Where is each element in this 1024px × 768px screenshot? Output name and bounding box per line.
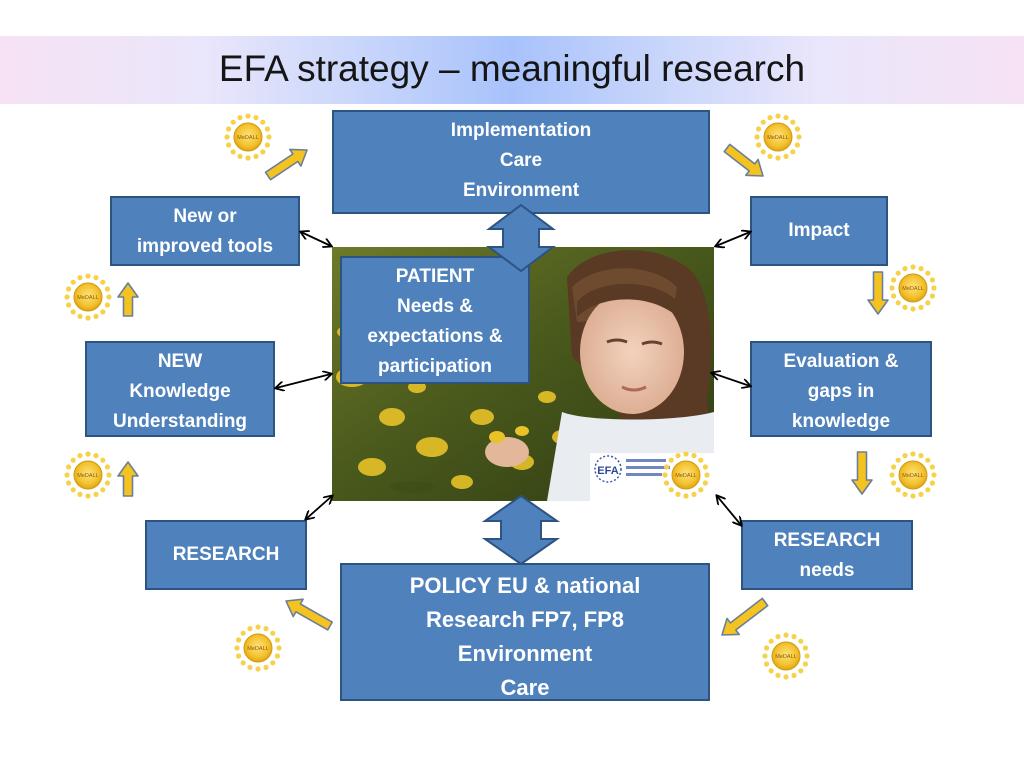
connector-impact — [716, 232, 750, 246]
sun-label: MeDALL — [767, 135, 788, 141]
box-text-line: New or — [173, 206, 237, 227]
box-text-line: Environment — [457, 641, 593, 666]
medall-sun-icon: MeDALL — [64, 273, 112, 321]
double-arrow-top — [486, 203, 556, 273]
box-text-line: participation — [377, 356, 492, 377]
double-arrow-bottom — [481, 494, 561, 566]
box-text-line: Understanding — [112, 411, 248, 432]
box-text-line: NEW — [157, 351, 203, 372]
yellow-flow-arrow — [117, 282, 139, 317]
box-text-line: Evaluation & — [783, 351, 899, 372]
yellow-flow-arrow — [117, 461, 139, 497]
connector-research-needs — [717, 496, 741, 525]
research-needs-box: RESEARCH needs — [741, 520, 913, 590]
box-text-line: knowledge — [791, 411, 891, 432]
medall-sun-icon: MeDALL — [762, 632, 810, 680]
title-banner — [0, 36, 1024, 104]
patient-box: PATIENT Needs & expectations & participatio… — [340, 256, 530, 384]
box-text-line: RESEARCH — [773, 530, 881, 551]
connector-research — [306, 496, 332, 519]
sun-label: MeDALL — [77, 295, 98, 301]
yellow-flow-arrow — [851, 451, 873, 495]
evaluation-box: Evaluation & gaps in knowledge — [750, 341, 932, 437]
sun-label: MeDALL — [237, 135, 258, 141]
medall-sun-icon: MeDALL — [889, 264, 937, 312]
medall-sun-icon: MeDALL — [64, 451, 112, 499]
box-text-line: PATIENT — [395, 266, 475, 287]
sun-label: MeDALL — [247, 646, 268, 652]
sun-label: MeDALL — [675, 473, 696, 479]
box-text-line: expectations & — [367, 326, 503, 347]
box-text-line: RESEARCH — [172, 544, 280, 565]
medall-sun-icon: MeDALL — [889, 451, 937, 499]
medall-sun-icon: MeDALL — [234, 624, 282, 672]
box-text-line: Needs & — [396, 296, 474, 317]
box-text-line: Implementation — [450, 120, 592, 141]
connector-tools — [301, 232, 331, 246]
sun-label: MeDALL — [77, 473, 98, 479]
sun-label: MeDALL — [775, 654, 796, 660]
connector-evaluation — [712, 373, 750, 386]
connector-knowledge — [276, 374, 331, 388]
box-text-line: needs — [799, 560, 855, 581]
box-text-line: improved tools — [136, 236, 274, 257]
box-text-line: POLICY EU & national — [409, 573, 641, 598]
box-text-line: Care — [499, 150, 543, 171]
yellow-flow-arrow — [723, 143, 764, 177]
research-box: RESEARCH — [145, 520, 307, 590]
yellow-flow-arrow — [867, 271, 889, 315]
sun-label: MeDALL — [902, 473, 923, 479]
medall-sun-icon: MeDALL — [662, 451, 710, 499]
impact-box: Impact — [750, 196, 888, 266]
medall-sun-icon: MeDALL — [224, 113, 272, 161]
yellow-flow-arrow — [285, 598, 334, 631]
box-text-line: Care — [500, 675, 550, 700]
box-text-line: gaps in — [807, 381, 875, 402]
yellow-flow-arrow — [721, 597, 769, 636]
box-text-line: Environment — [462, 180, 580, 201]
efa-logo-text: EFA — [597, 465, 618, 477]
sun-label: MeDALL — [902, 286, 923, 292]
medall-sun-icon: MeDALL — [754, 113, 802, 161]
box-text-line: Impact — [788, 220, 850, 241]
new-tools-box: New or improved tools — [110, 196, 300, 266]
page-title: EFA strategy – meaningful research — [218, 48, 806, 89]
box-text-line: Research FP7, FP8 — [425, 607, 625, 632]
yellow-flow-arrow — [264, 148, 308, 181]
box-text-line: Knowledge — [129, 381, 231, 402]
